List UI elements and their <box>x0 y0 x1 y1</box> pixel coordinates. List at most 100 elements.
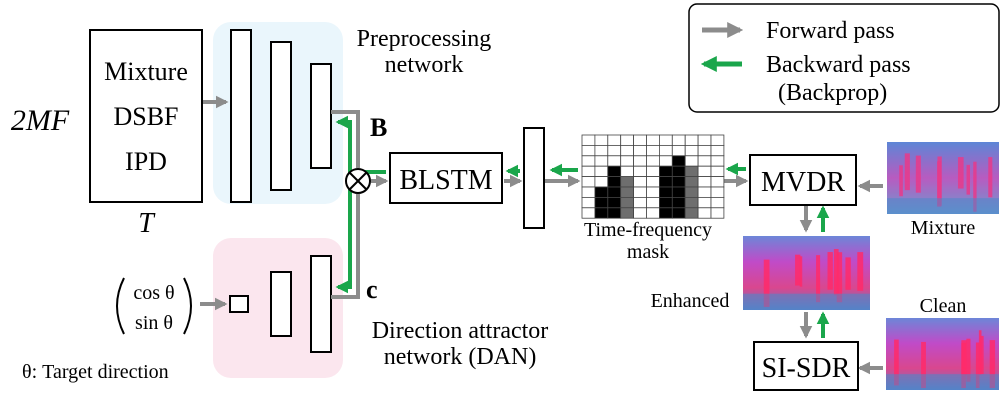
mask-cell <box>710 196 725 209</box>
mask-cell <box>581 134 596 146</box>
spectrogram-streak <box>961 340 967 376</box>
spectrogram-low-band <box>886 374 999 390</box>
mask-cell <box>646 186 660 198</box>
vector-right-paren <box>183 277 192 335</box>
mask-cell <box>671 144 686 157</box>
mask-cell <box>646 165 660 177</box>
legend-backward-label-line2: (Backprop) <box>778 80 887 106</box>
enhanced-spectrogram-label: Enhanced <box>651 290 730 312</box>
mask-cell <box>671 207 686 219</box>
blstm-box <box>389 152 503 204</box>
mask-cell <box>594 165 609 177</box>
mask-cell <box>710 165 725 177</box>
mixture-spectrogram-label: Mixture <box>911 217 976 239</box>
mask-cell <box>646 155 660 167</box>
spectrogram-streak <box>899 165 903 197</box>
mask-cell <box>620 144 635 157</box>
preprocessing-label-line1: Preprocessing <box>357 26 492 52</box>
embedding-b-label: B <box>370 113 387 142</box>
mask-cell <box>633 155 647 167</box>
sisdr-box <box>753 341 859 391</box>
mask-cell <box>620 155 635 167</box>
vector-left-paren <box>116 277 125 335</box>
mask-cell <box>594 176 609 188</box>
input-line-dsbf: DSBF <box>113 102 178 131</box>
mask-cell <box>697 155 712 167</box>
spectrogram-streak <box>915 155 921 193</box>
mask-cell <box>607 134 622 146</box>
mask-cell <box>620 207 635 219</box>
mask-cell <box>697 165 712 177</box>
mask-cell <box>607 165 622 177</box>
spectrogram-streak <box>836 252 843 303</box>
mask-cell <box>581 155 596 167</box>
time-frequency-mask-grid <box>581 134 725 219</box>
mask-cell <box>697 196 712 209</box>
preproc-layer-3 <box>310 63 332 169</box>
spectrogram-streak <box>894 339 899 386</box>
mask-cell <box>581 176 596 188</box>
mask-cell <box>633 196 647 209</box>
mask-cell <box>671 196 686 209</box>
mask-cell <box>594 134 609 146</box>
spectrogram-streak <box>763 259 770 307</box>
dan-layer-2 <box>270 271 292 337</box>
spectrogram-streak <box>857 252 864 291</box>
spectrogram-low-band <box>743 293 870 310</box>
arrow-b-to-multiply <box>331 110 360 168</box>
input-features-box <box>89 29 203 203</box>
mask-cell <box>710 207 725 219</box>
mask-cell <box>684 186 699 198</box>
input-line-mixture: Mixture <box>104 57 188 86</box>
mask-cell <box>594 144 609 157</box>
spectrogram-streak <box>957 157 964 189</box>
mask-cell <box>684 165 699 177</box>
mask-cell <box>646 196 660 209</box>
mask-cell <box>671 176 686 188</box>
dan-label-line1: Direction attractor <box>372 318 549 344</box>
backprop-to-preproc <box>335 115 386 174</box>
mask-cell <box>684 207 699 219</box>
enhanced-spectrogram <box>743 236 870 310</box>
dan-label-line2: network (DAN) <box>384 344 537 370</box>
mask-cell <box>607 144 622 157</box>
mask-cell <box>607 155 622 167</box>
sisdr-label: SI-SDR <box>762 353 851 384</box>
mask-cell <box>710 134 725 146</box>
mask-cell <box>646 207 660 219</box>
mask-cell <box>671 134 686 146</box>
mask-cell <box>684 155 699 167</box>
mvdr-box <box>749 154 857 206</box>
mask-cell <box>710 155 725 167</box>
mask-cell <box>581 207 596 219</box>
mask-cell <box>684 144 699 157</box>
spectrogram-streak <box>966 164 970 195</box>
mask-cell <box>697 186 712 198</box>
mask-cell <box>646 176 660 188</box>
mask-cell <box>620 176 635 188</box>
legend-forward-label: Forward pass <box>766 18 895 44</box>
multiply-cross-b <box>349 172 367 190</box>
mask-cell <box>710 186 725 198</box>
spectrogram-streak <box>988 157 993 198</box>
mvdr-label: MVDR <box>761 167 845 198</box>
spectrogram-streak <box>975 342 980 388</box>
mask-cell <box>710 144 725 157</box>
mask-cell <box>684 176 699 188</box>
mask-cell <box>594 196 609 209</box>
mask-cell <box>594 155 609 167</box>
vector-sin-theta: sin θ <box>135 312 173 334</box>
mask-cell <box>594 186 609 198</box>
mask-cell <box>697 176 712 188</box>
input-dim-t: T <box>138 208 156 239</box>
mask-cell <box>620 134 635 146</box>
spectrogram-streak <box>799 256 803 287</box>
mask-cell <box>620 186 635 198</box>
mask-cell <box>607 176 622 188</box>
vector-cos-theta: cos θ <box>133 282 174 304</box>
mask-cell <box>697 144 712 157</box>
blstm-label: BLSTM <box>399 165 492 196</box>
mask-cell <box>659 144 673 157</box>
mask-cell <box>697 207 712 219</box>
